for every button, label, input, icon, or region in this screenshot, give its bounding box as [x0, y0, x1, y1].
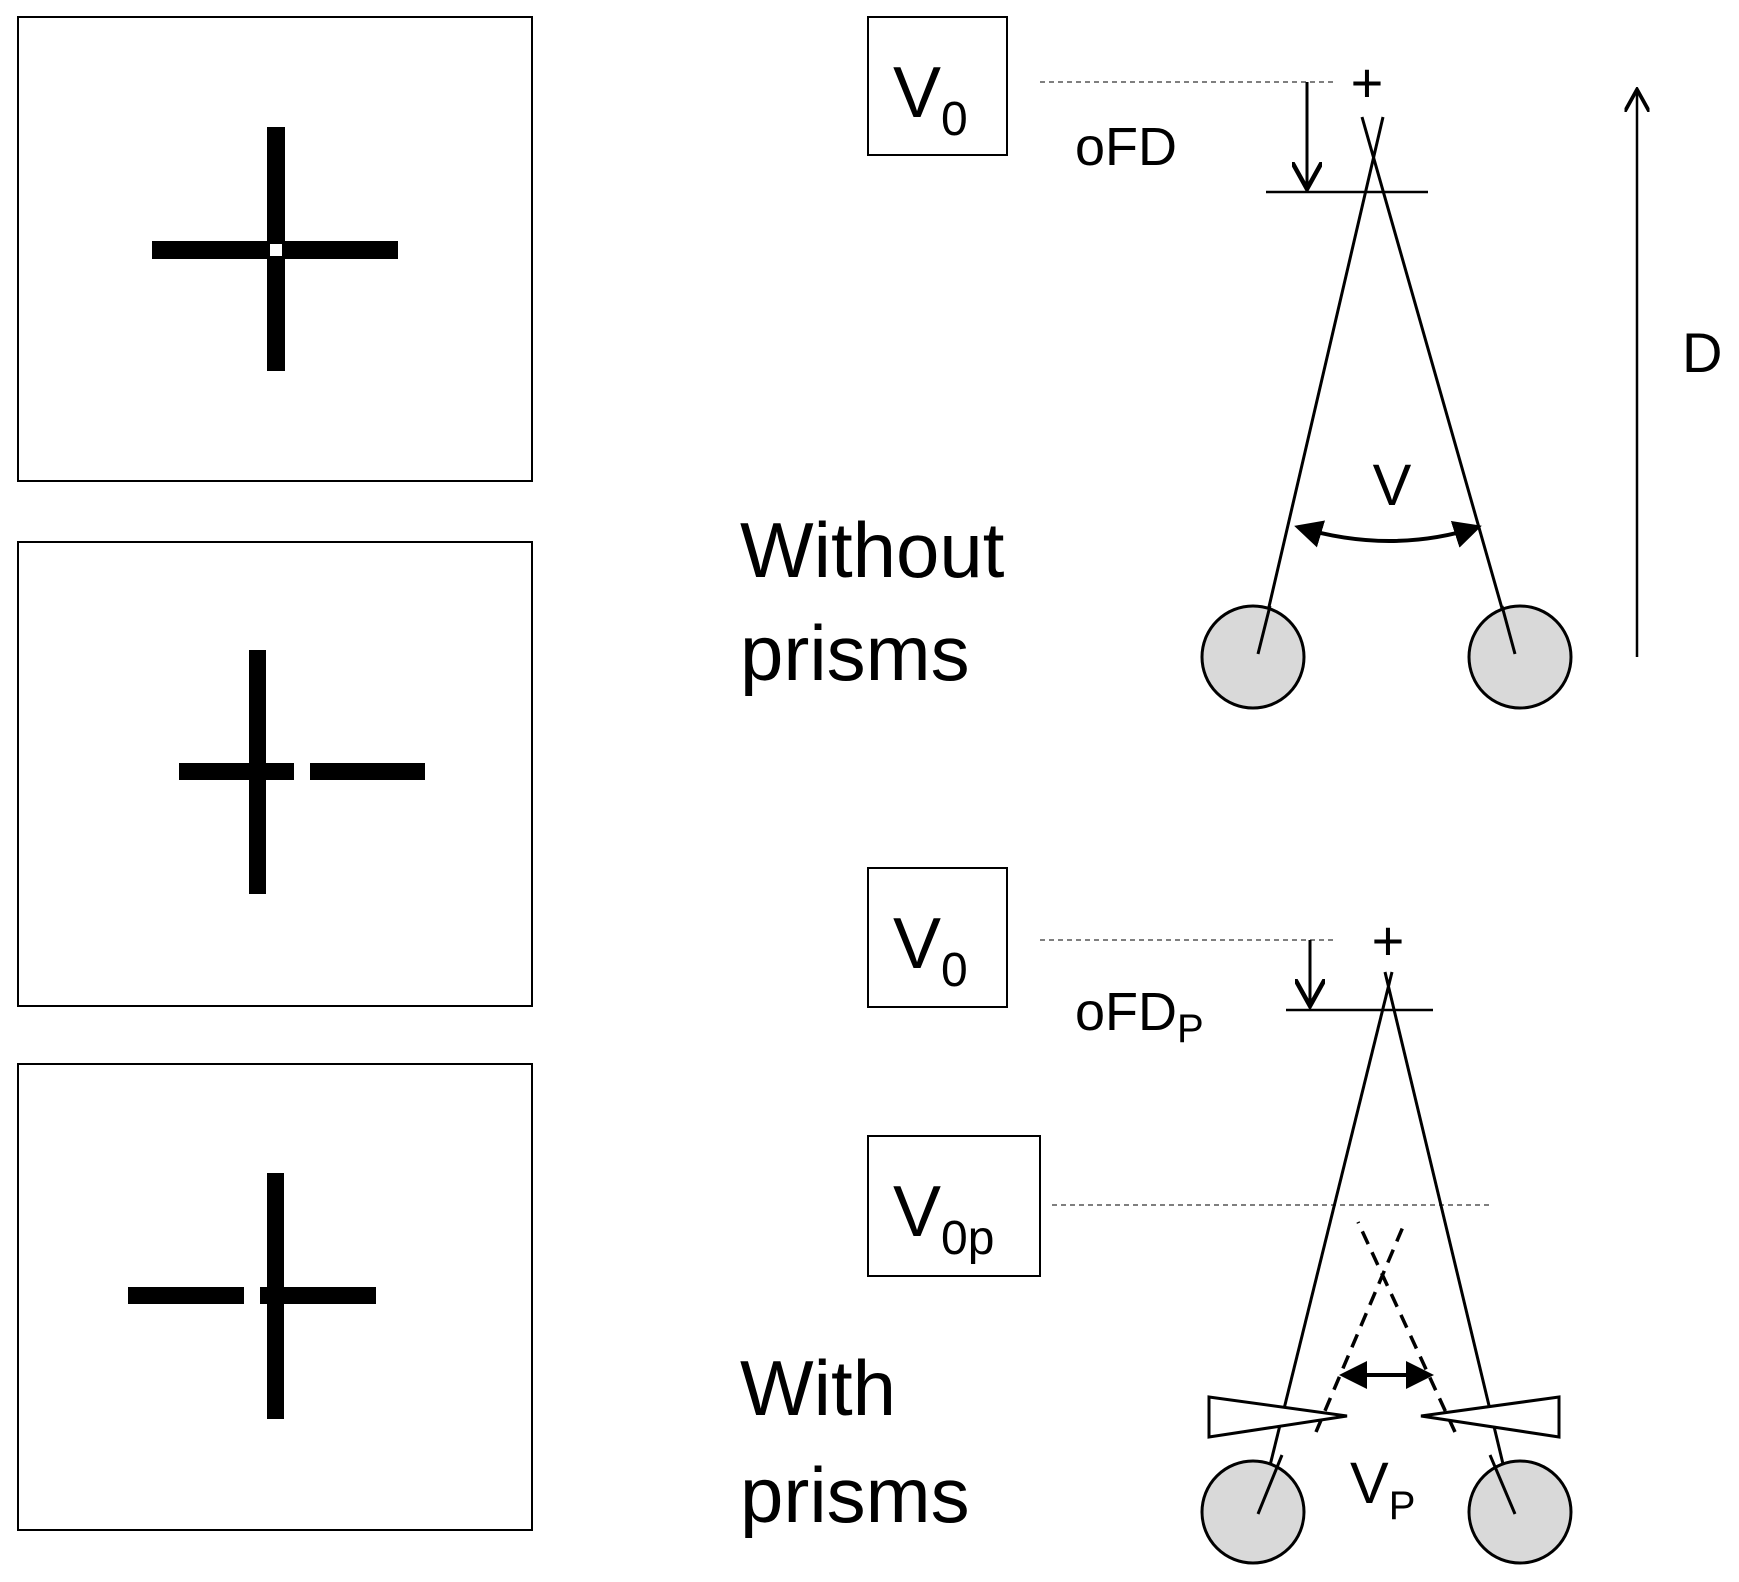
caption-with-prisms-line1: With — [740, 1344, 896, 1432]
panel-aligned-cross — [17, 16, 533, 482]
distance-label: D — [1682, 321, 1722, 384]
target-plus-bottom: + — [1372, 909, 1405, 972]
vergence-angle-label: V — [1373, 453, 1412, 518]
target-plus: + — [1351, 51, 1384, 114]
left-visual-axis — [1256, 116, 1385, 655]
left-prism — [1207, 1395, 1348, 1439]
v0p-box — [867, 1135, 1041, 1277]
left-eye — [1200, 604, 1306, 710]
right-eye-bottom — [1467, 1459, 1573, 1565]
right-eye-axis-inner — [1488, 1454, 1517, 1515]
fixation-dot — [270, 244, 282, 256]
right-deviated-axis — [1356, 1221, 1457, 1433]
ofd-label: oFD — [1075, 117, 1177, 177]
left-eye-bottom — [1200, 1459, 1306, 1565]
diagram-with-prisms: V0 + oFDP V0p VP With prisms — [740, 867, 1573, 1565]
right-eye — [1467, 604, 1573, 710]
v0-box-bottom-label: V0 — [893, 904, 968, 997]
nonius-horizontal-right — [260, 1287, 376, 1304]
ofd-p-label: oFDP — [1075, 982, 1204, 1051]
left-eye-axis-inner — [1256, 1454, 1284, 1515]
panel-left-shifted-cross — [17, 1063, 533, 1531]
right-visual-axis-bottom — [1383, 971, 1517, 1515]
caption-without-prisms-line1: Without — [740, 506, 1005, 594]
nonius-horizontal-right — [310, 763, 425, 780]
left-visual-axis-inner — [1256, 605, 1272, 655]
left-visual-axis-bottom — [1256, 971, 1394, 1515]
v0-box-label: V0 — [893, 53, 968, 146]
panel-right-shifted-cross — [17, 541, 533, 1007]
right-visual-axis — [1360, 116, 1517, 655]
left-deviated-axis — [1314, 1221, 1407, 1433]
diagram-without-prisms: V0 + oFD V D Without prisms — [740, 16, 1722, 710]
vergence-angle-arc — [1294, 520, 1482, 548]
nonius-horizontal-left — [179, 763, 294, 780]
right-visual-axis-inner — [1500, 605, 1517, 655]
right-prism — [1420, 1395, 1561, 1439]
v0p-box-label: V0p — [893, 1172, 994, 1265]
v0-box — [867, 16, 1008, 156]
nonius-horizontal-left — [128, 1287, 244, 1304]
caption-with-prisms-line2: prisms — [740, 1451, 970, 1539]
vp-angle-label: VP — [1350, 1451, 1415, 1528]
caption-without-prisms-line2: prisms — [740, 609, 970, 697]
v0-box-bottom — [867, 867, 1008, 1008]
